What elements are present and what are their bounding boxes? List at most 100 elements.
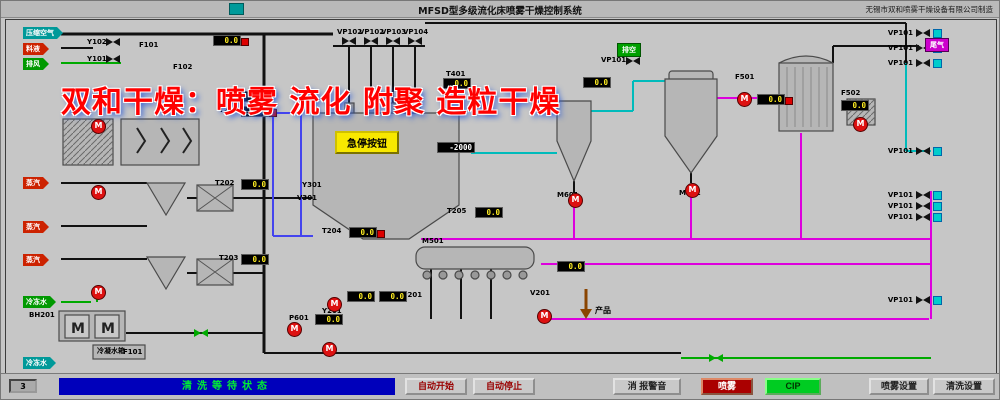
spray-button[interactable]: 喷雾: [701, 378, 753, 395]
status-bar: 3 清洗等待状态 自动开始 自动停止 消 报警音 喷雾 CIP 喷雾设置 清洗设…: [1, 373, 999, 399]
pump-icon[interactable]: M: [568, 193, 583, 208]
source-arrow: 排风: [23, 58, 49, 70]
valve-icon-green: [194, 329, 723, 362]
equipment-tag: BH201: [29, 311, 55, 319]
equipment-tag: Y101: [87, 55, 107, 63]
cyclone-4: [145, 256, 187, 291]
pump-icon[interactable]: M: [91, 185, 106, 200]
equipment-tag: VP103: [381, 28, 407, 36]
value-display: 0.0: [213, 35, 249, 46]
product-outlet-icon: [580, 289, 592, 319]
company-label: 无锡市双和喷雾干燥设备有限公司制造: [865, 5, 994, 14]
pipes-blue: [272, 112, 313, 237]
pump-icon[interactable]: M: [737, 92, 752, 107]
value-display: 0.0: [557, 261, 585, 272]
app-icon: [229, 3, 244, 15]
pump-icon[interactable]: M: [91, 285, 106, 300]
equipment-tag: F502: [841, 89, 861, 97]
value-display: 0.0: [379, 291, 407, 302]
equipment-tag: F101: [123, 348, 143, 356]
page-title: MFSD型多级流化床喷雾干燥控制系统: [418, 6, 582, 17]
value-display: 0.0: [315, 314, 343, 325]
title-bar: MFSD型多级流化床喷雾干燥控制系统 无锡市双和喷雾干燥设备有限公司制造: [1, 1, 999, 18]
cip-button[interactable]: CIP: [765, 378, 821, 395]
value-display: 0.0: [347, 291, 375, 302]
cyclone-1: [556, 100, 592, 183]
value-display: -2000: [437, 142, 475, 153]
equipment-tag: VP101: [887, 296, 942, 305]
equipment-tag: F102: [173, 63, 193, 71]
air-heater: [120, 118, 200, 166]
source-arrow: 压缩空气: [23, 27, 63, 39]
equipment-tag: VP102: [359, 28, 385, 36]
equipment-tag: VP101: [887, 202, 942, 211]
equipment-tag: F501: [735, 73, 755, 81]
equipment-tag: Y102: [87, 38, 107, 46]
watermark-text: 双和干燥：喷雾 流化 附聚 造粒干燥: [61, 85, 561, 120]
pump-icon[interactable]: M: [91, 119, 106, 134]
pump-icon[interactable]: M: [853, 117, 868, 132]
svg-text:M: M: [101, 321, 115, 337]
value-display: 0.0: [443, 78, 471, 89]
equipment-tag: T401: [446, 70, 466, 78]
condenser-dome: [778, 55, 834, 64]
equipment-tag: M601: [557, 191, 579, 199]
equipment-tag: T202: [215, 179, 235, 187]
equipment-tag: VP104: [403, 28, 429, 36]
source-arrow: 蒸汽: [23, 177, 49, 189]
svg-text:M: M: [71, 321, 85, 337]
cyclone-2: [664, 78, 718, 175]
condensate-tank-label: 冷凝水箱: [97, 347, 125, 355]
equipment-tag: F101: [139, 41, 159, 49]
pipes-cyan: [471, 63, 931, 154]
cyclone-3: [145, 182, 187, 217]
pump-icon[interactable]: M: [685, 183, 700, 198]
equipment-tag: VP101: [887, 191, 942, 200]
source-arrow: 料液: [23, 43, 49, 55]
value-display: 0.0: [349, 227, 385, 238]
equipment-tag: F201: [219, 91, 239, 99]
pump-icon[interactable]: M: [327, 297, 342, 312]
equipment-tag: T201: [219, 106, 239, 114]
source-arrow: 冷冻水: [23, 357, 56, 369]
equipment-tag: VP101: [887, 29, 942, 38]
pump-icon[interactable]: M: [287, 322, 302, 337]
value-display: 0.0: [241, 106, 277, 117]
spray-settings-button[interactable]: 喷雾设置: [869, 378, 929, 395]
value-display: 0.0: [241, 179, 269, 190]
value-display: 0.0: [241, 254, 269, 265]
equipment-tag: VP101: [601, 56, 627, 64]
tail-gas-label: 尾气: [925, 38, 949, 52]
value-display: 0.0: [475, 207, 503, 218]
auto-start-button[interactable]: 自动开始: [405, 378, 467, 395]
equipment-tag: VP101: [887, 147, 942, 156]
equipment-tag: VP101: [887, 213, 942, 222]
equipment-tag: M501: [422, 237, 444, 245]
equipment-tag: V201: [530, 289, 551, 297]
product-label: 产品: [595, 306, 611, 315]
pump-icon[interactable]: M: [322, 342, 337, 357]
auto-stop-button[interactable]: 自动停止: [473, 378, 535, 395]
equipment-tag: Y301: [302, 181, 322, 189]
emergency-stop-button[interactable]: 急停按钮: [335, 131, 399, 154]
equipment-tag: T204: [322, 227, 342, 235]
equipment-tag: VP101: [887, 44, 942, 53]
status-text: 清洗等待状态: [59, 378, 395, 395]
page-indicator[interactable]: 3: [9, 379, 37, 393]
value-display: 0.0: [841, 100, 869, 111]
pipes-green: [61, 62, 931, 359]
equipment-tag: P601: [289, 314, 309, 322]
value-display: 0.0: [583, 77, 611, 88]
pump-icon[interactable]: M: [537, 309, 552, 324]
fluid-bed: [415, 246, 535, 270]
alarm-mute-button[interactable]: 消 报警音: [613, 378, 681, 395]
value-display: 0: [241, 91, 269, 102]
condensate-tank: [92, 344, 146, 360]
equipment-tag: VP201: [397, 291, 423, 299]
clean-settings-button[interactable]: 清洗设置: [933, 378, 995, 395]
equipment-tag: T203: [219, 254, 239, 262]
vent-label: 排空: [617, 43, 641, 57]
heater-element-icon: [136, 127, 193, 154]
source-arrow: 蒸汽: [23, 254, 49, 266]
